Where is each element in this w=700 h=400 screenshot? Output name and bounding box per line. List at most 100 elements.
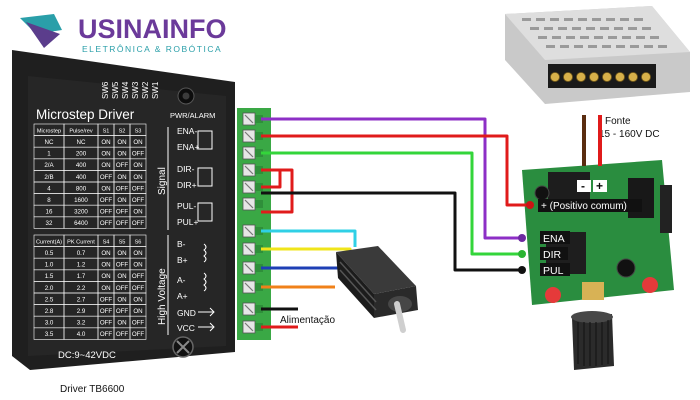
motor-top: [336, 246, 416, 294]
microstep-table-cell: OFF: [100, 220, 113, 227]
microstep-table-cell: OFF: [116, 185, 129, 192]
microstep-table-cell: NC: [45, 139, 54, 146]
current-table-cell: OFF: [132, 320, 145, 327]
hv-section-label: High Voltage: [157, 268, 168, 325]
supply-screw-icon: [576, 72, 586, 82]
microstep-table-cell: 2/A: [44, 162, 54, 169]
current-table-cell: ON: [117, 296, 126, 303]
microstep-table-cell: 3200: [74, 209, 88, 216]
logo-mark-icon: [20, 14, 62, 34]
pcb-button-left-icon: [545, 287, 561, 303]
power-pin-label: A+: [177, 291, 188, 301]
vent-slot-icon: [538, 36, 547, 39]
current-table-header-cell: S5: [119, 239, 126, 245]
wire-jumper-red-2: [261, 170, 282, 189]
power-supply: Fonte 15 - 160V DC: [505, 6, 690, 140]
wire-ena-plus-red: [261, 134, 530, 207]
supply-screw-icon: [641, 72, 651, 82]
dir-label: DIR: [543, 249, 562, 261]
current-table-cell: OFF: [116, 331, 129, 338]
signal-pin-label: ENA-: [177, 126, 197, 136]
screw-slot-icon: [244, 114, 254, 124]
switch-label-sw6: SW6: [101, 81, 110, 99]
switch-label-sw3: SW3: [131, 81, 140, 99]
supply-plus-badge: [593, 180, 607, 192]
screw-slot-icon: [244, 182, 254, 192]
current-table-cell: 2.0: [45, 285, 54, 292]
terminal-socket-icon: [255, 115, 263, 123]
vent-slot-icon: [588, 45, 597, 48]
pul-label: PUL: [543, 265, 564, 277]
driver-caption: Driver TB6600: [60, 384, 125, 395]
current-table-cell: 3.2: [77, 320, 86, 327]
supply-screw-icon: [563, 72, 573, 82]
pul-label-bg: [540, 263, 570, 276]
current-table-cell: 2.5: [45, 296, 54, 303]
current-table-cell: OFF: [132, 285, 145, 292]
microstep-table-header-cell: Microstep: [37, 128, 61, 134]
microstep-table-cell: OFF: [116, 220, 129, 227]
power-pin-label: B+: [177, 255, 188, 265]
microstep-table-cell: OFF: [100, 209, 113, 216]
vent-slot-icon: [580, 36, 589, 39]
microstep-table-cell: 800: [76, 185, 87, 192]
microstep-table-cell: OFF: [116, 162, 129, 169]
vent-slot-icon: [614, 27, 623, 30]
vent-slot-icon: [594, 36, 603, 39]
screw-slot-icon: [244, 131, 254, 141]
vent-slot-icon: [600, 27, 609, 30]
connector-ena-icon: [518, 234, 526, 242]
vent-slot-icon: [586, 27, 595, 30]
microstep-table-cell: OFF: [132, 197, 145, 204]
microstep-table-cell: 32: [46, 220, 53, 227]
microstep-table-cell: OFF: [132, 185, 145, 192]
current-table-cell: ON: [101, 250, 110, 257]
microstep-table-header-cell: S1: [103, 128, 110, 134]
microstep-table-header-cell: S3: [135, 128, 142, 134]
wire-jumper-red-1: [261, 168, 294, 214]
current-table-cell: 1.7: [77, 273, 86, 280]
microstep-table-cell-border: [129, 216, 147, 229]
motor-power-label: Alimentação: [280, 315, 335, 326]
stepper-motor: [336, 246, 418, 333]
motor-shaft-icon: [394, 301, 406, 333]
vent-slot-icon: [642, 27, 651, 30]
switch-label-sw5: SW5: [111, 81, 120, 99]
opto-symbols: [197, 130, 215, 332]
brand-name: USINAINFO: [78, 14, 227, 44]
current-table-cell: ON: [133, 296, 142, 303]
terminal-socket-icon: [255, 166, 263, 174]
motor-fins-icon: [339, 261, 377, 311]
supply-screw-icon: [628, 72, 638, 82]
microstep-table-cell: OFF: [100, 174, 113, 181]
vent-slot-icon: [564, 18, 573, 21]
current-table-cell: 1.5: [45, 273, 54, 280]
vent-slot-icon: [634, 18, 643, 21]
pwr-alarm-indicator: PWR/ALARM: [170, 87, 215, 120]
signal-pin-label: DIR+: [177, 180, 197, 190]
vent-slot-icon: [552, 36, 561, 39]
vent-slot-icon: [606, 18, 615, 21]
brand-logo: USINAINFO ELETRÔNICA & ROBÓTICA: [20, 14, 227, 54]
microstep-table-cell: 1600: [74, 197, 88, 204]
switch-label-sw4: SW4: [121, 81, 130, 99]
microstep-table-cell: OFF: [100, 197, 113, 204]
coil-a-icon: [203, 272, 207, 292]
vent-slot-icon: [566, 36, 575, 39]
terminal-socket-icon: [255, 183, 263, 191]
wires: [261, 115, 602, 329]
microstep-table-header-cell: S2: [119, 128, 126, 134]
vent-slot-icon: [636, 36, 645, 39]
vent-slot-icon: [522, 18, 531, 21]
current-table-cell: OFF: [116, 308, 129, 315]
microstep-table-cell: ON: [133, 162, 142, 169]
current-table-cell: 2.7: [77, 296, 86, 303]
signal-pin-label: ENA+: [177, 142, 199, 152]
connector-dir-icon: [518, 250, 526, 258]
microstep-table-cell: ON: [101, 139, 110, 146]
driver-front-panel: [28, 76, 226, 356]
current-table-cell: OFF: [100, 331, 113, 338]
terminal-socket-icon: [255, 245, 263, 253]
current-table-cell: ON: [133, 308, 142, 315]
